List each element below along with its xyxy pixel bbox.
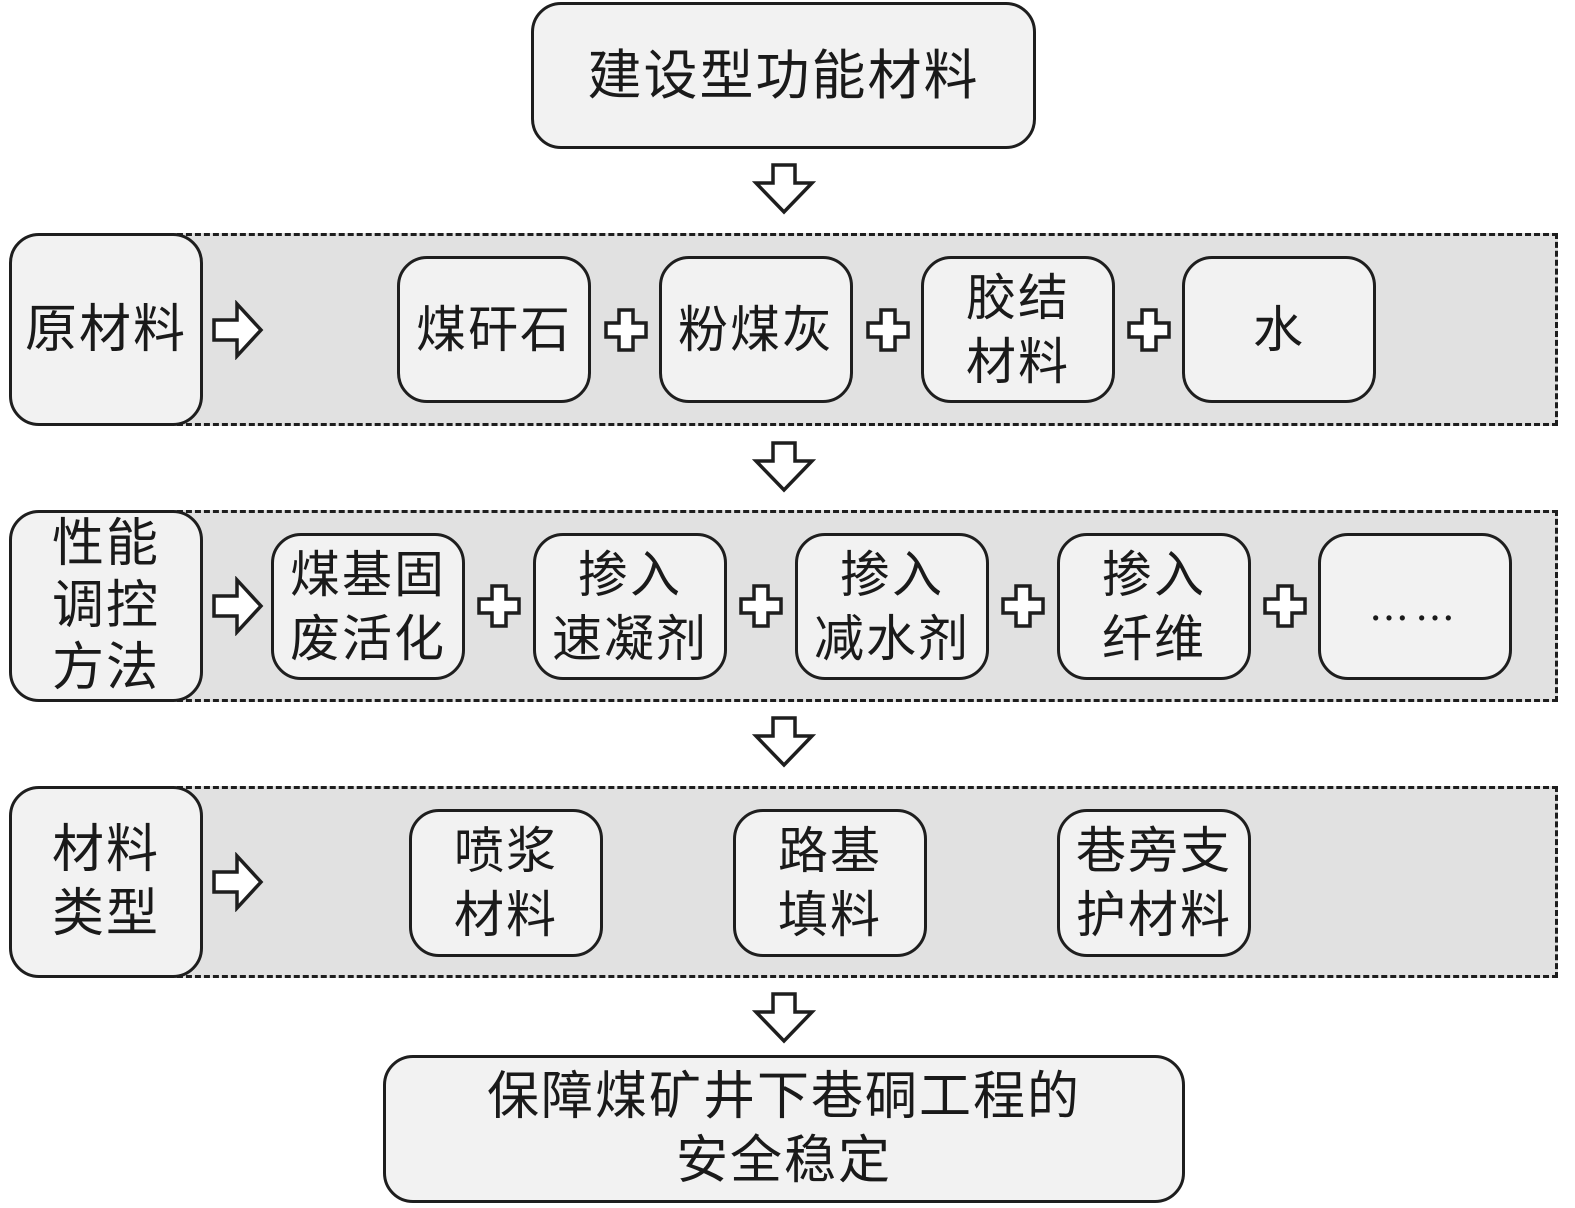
right-arrow-icon bbox=[211, 300, 265, 360]
down-arrow-icon bbox=[752, 163, 816, 215]
node-add-accelerator: 掺入 速凝剂 bbox=[533, 533, 727, 680]
node-add-water-reducer: 掺入 减水剂 bbox=[795, 533, 989, 680]
row-label-raw-materials: 原材料 bbox=[9, 233, 203, 426]
plus-icon bbox=[739, 584, 783, 628]
node-coal-waste-activation: 煤基固 废活化 bbox=[271, 533, 465, 680]
node-fly-ash: 粉煤灰 bbox=[659, 256, 853, 403]
plus-icon bbox=[1127, 308, 1171, 352]
title-node-text: 建设型功能材料 bbox=[587, 43, 980, 107]
result-node: 保障煤矿井下巷硐工程的 安全稳定 bbox=[383, 1055, 1185, 1203]
node-ellipsis: …… bbox=[1318, 533, 1512, 680]
down-arrow-icon bbox=[752, 441, 816, 493]
node-roadbed-filler: 路基 填料 bbox=[733, 809, 927, 957]
down-arrow-icon bbox=[752, 716, 816, 768]
plus-icon bbox=[1263, 584, 1307, 628]
node-shotcrete-material: 喷浆 材料 bbox=[409, 809, 603, 957]
down-arrow-icon bbox=[752, 992, 816, 1044]
row-label-material-types: 材料 类型 bbox=[9, 786, 203, 978]
node-roadside-support-material: 巷旁支 护材料 bbox=[1057, 809, 1251, 957]
plus-icon bbox=[866, 308, 910, 352]
node-water: 水 bbox=[1182, 256, 1376, 403]
row-label-performance-control: 性能 调控 方法 bbox=[9, 510, 203, 702]
title-node: 建设型功能材料 bbox=[531, 2, 1036, 149]
node-cementing-material: 胶结 材料 bbox=[921, 256, 1115, 403]
plus-icon bbox=[477, 584, 521, 628]
node-coal-gangue: 煤矸石 bbox=[397, 256, 591, 403]
right-arrow-icon bbox=[211, 576, 265, 636]
right-arrow-icon bbox=[211, 852, 265, 912]
result-node-text: 保障煤矿井下巷硐工程的 安全稳定 bbox=[486, 1067, 1081, 1191]
node-add-fiber: 掺入 纤维 bbox=[1057, 533, 1251, 680]
plus-icon bbox=[1001, 584, 1045, 628]
plus-icon bbox=[604, 308, 648, 352]
